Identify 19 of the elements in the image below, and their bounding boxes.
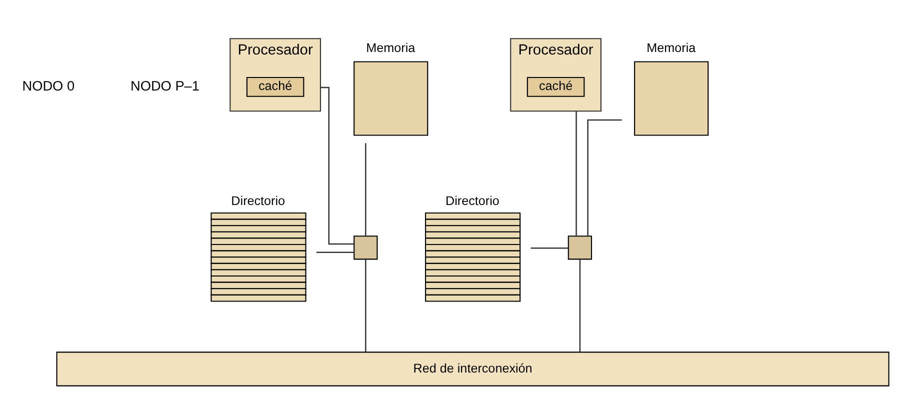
connector xyxy=(365,258,366,352)
node-box: Red de interconexión xyxy=(56,351,890,386)
node-box: caché xyxy=(526,76,585,96)
node-label: Directorio xyxy=(445,194,500,208)
connector xyxy=(576,110,577,236)
node-box xyxy=(354,235,378,260)
connector xyxy=(365,142,366,236)
label: NODO 0 xyxy=(22,78,75,93)
node-box xyxy=(568,235,592,260)
connector xyxy=(587,118,622,236)
node-label: Directorio xyxy=(231,194,286,208)
node-label: Memoria xyxy=(646,40,696,54)
node-box: caché xyxy=(246,76,304,96)
connector xyxy=(530,247,568,248)
connector xyxy=(579,258,581,352)
connector xyxy=(316,251,354,253)
label: NODO P–1 xyxy=(130,78,200,93)
node-label: Memoria xyxy=(366,40,416,54)
connector xyxy=(320,86,354,244)
